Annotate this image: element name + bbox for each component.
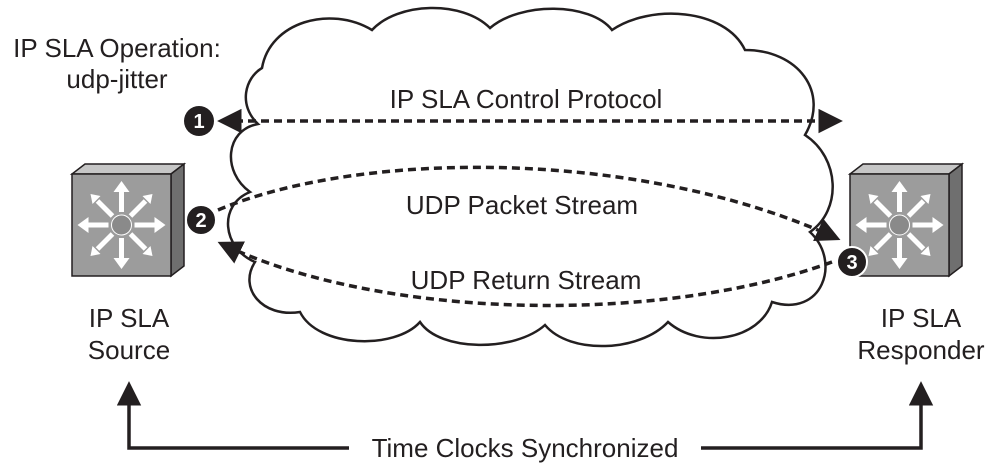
- udp-packet-stream-arrow: [217, 165, 841, 241]
- source-label-line2: Source: [88, 335, 170, 365]
- step-marker-1: 1: [184, 106, 214, 136]
- operation-label-line2: udp-jitter: [66, 64, 167, 94]
- source-switch-icon: [69, 162, 187, 278]
- step-marker-3: 3: [836, 246, 868, 278]
- time-sync-connector: [116, 381, 934, 450]
- svg-text:2: 2: [195, 210, 206, 232]
- step-marker-2: 2: [185, 204, 217, 236]
- responder-label-line1: IP SLA: [881, 303, 962, 333]
- return-stream-label: UDP Return Stream: [411, 265, 642, 295]
- control-protocol-label: IP SLA Control Protocol: [390, 84, 663, 114]
- responder-label-line2: Responder: [857, 335, 985, 365]
- svg-text:3: 3: [846, 252, 857, 274]
- operation-label-line1: IP SLA Operation:: [13, 33, 221, 63]
- network-cloud: [226, 6, 834, 348]
- responder-switch-icon: [847, 162, 965, 278]
- source-label-line1: IP SLA: [89, 303, 170, 333]
- svg-text:1: 1: [193, 111, 204, 133]
- udp-return-stream-arrow: [217, 241, 833, 308]
- time-sync-label: Time Clocks Synchronized: [372, 433, 679, 463]
- packet-stream-label: UDP Packet Stream: [406, 190, 638, 220]
